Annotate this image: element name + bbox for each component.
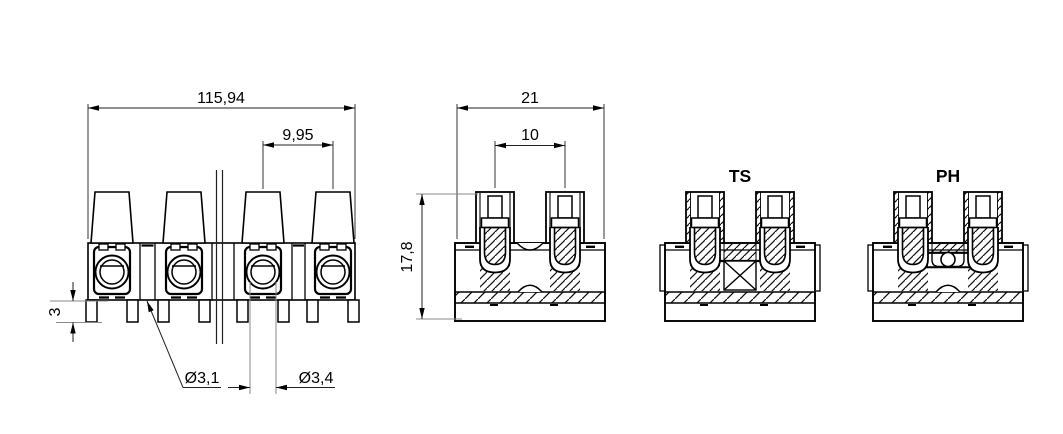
dim-overall-width: 115,94 xyxy=(87,90,356,239)
dim-depth: 21 xyxy=(456,90,605,239)
dim-pin-length-text: 3 xyxy=(47,307,64,316)
section-view-part xyxy=(453,192,607,323)
dim-screw-spacing: 10 xyxy=(494,127,566,188)
dim-pin-hole-text: Ø3,4 xyxy=(299,370,334,387)
ts-view: TS xyxy=(659,166,821,323)
dim-height: 17,8 xyxy=(399,193,478,320)
dim-web-hole: Ø3,1 xyxy=(146,300,221,388)
dim-height-text: 17,8 xyxy=(399,241,416,272)
dim-pin-length: 3 xyxy=(47,282,108,342)
dim-depth-text: 21 xyxy=(521,90,539,107)
dim-pin-hole: Ø3,4 xyxy=(228,282,335,394)
dim-pole-pitch: 9,95 xyxy=(262,127,334,189)
bottom-bump xyxy=(935,284,961,293)
section-view: 21 10 17,8 xyxy=(399,90,607,323)
center-hatch-block xyxy=(931,242,965,253)
ph-view: PH xyxy=(867,166,1029,323)
center-hatch-block xyxy=(723,242,757,262)
center-hole xyxy=(940,251,956,268)
dim-pole-pitch-text: 9,95 xyxy=(282,127,313,144)
ph-view-label: PH xyxy=(936,166,960,186)
break-lines xyxy=(215,170,224,344)
ph-view-part xyxy=(867,192,1029,323)
wire-saddle-arc xyxy=(516,242,544,251)
front-view-part xyxy=(84,190,361,324)
cross-brace xyxy=(723,260,757,291)
front-view: 115,94 9,95 3 Ø3,1 xyxy=(47,90,361,394)
dim-overall-width-text: 115,94 xyxy=(197,90,245,107)
ts-view-label: TS xyxy=(729,166,751,186)
ts-view-part xyxy=(659,192,821,323)
dim-screw-spacing-text: 10 xyxy=(521,127,539,144)
dim-web-hole-text: Ø3,1 xyxy=(185,370,220,387)
bottom-bump xyxy=(517,284,543,293)
